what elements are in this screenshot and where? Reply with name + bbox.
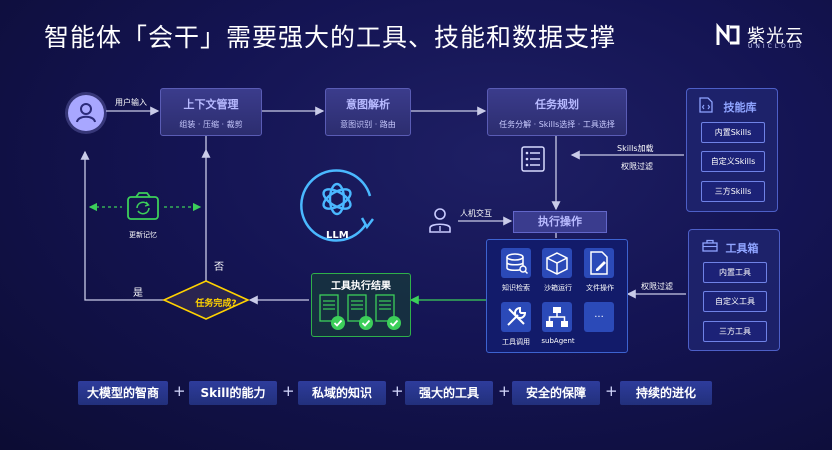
- hierarchy-icon: [546, 307, 568, 327]
- memory-label: 更新记忆: [129, 231, 157, 239]
- step-title: 上下文管理: [183, 98, 239, 111]
- tool-tile-file: [584, 248, 614, 278]
- result-docs-icon: [319, 294, 401, 330]
- llm-label: LLM: [326, 230, 349, 241]
- plus-icon: +: [391, 382, 404, 400]
- user-avatar: [68, 95, 104, 131]
- step-title: 任务规划: [535, 98, 579, 111]
- plus-icon: +: [605, 382, 618, 400]
- decision-diamond: [162, 280, 250, 320]
- capability-skill: Skill的能力: [189, 381, 277, 405]
- tool-label: 知识检索: [502, 284, 530, 292]
- tool-permission-label: 权限过滤: [641, 282, 673, 291]
- skill-item: 三方Skills: [701, 181, 765, 202]
- tool-source-item: 自定义工具: [703, 291, 767, 312]
- unicloud-logo-icon: [716, 23, 740, 45]
- person-icon: [429, 208, 451, 233]
- plus-icon: +: [282, 382, 295, 400]
- tool-tile-knowledge: [501, 248, 531, 278]
- tool-tile-more: ...: [584, 302, 614, 332]
- toolbox-panel: 工具箱 内置工具 自定义工具 三方工具: [688, 229, 780, 351]
- step-sub: 组装 · 压缩 · 裁剪: [179, 120, 243, 129]
- llm-cycle-icon: [300, 169, 374, 242]
- slide-title: 智能体「会干」需要强大的工具、技能和数据支撑: [44, 23, 617, 52]
- step-title: 意图解析: [346, 98, 390, 111]
- memory-sync-icon: [127, 192, 159, 220]
- yes-label: 是: [133, 288, 143, 299]
- permission-filter-label: 权限过滤: [621, 162, 653, 171]
- database-icon: [506, 253, 529, 275]
- human-interaction-label: 人机交互: [460, 209, 492, 218]
- skill-library-panel: 技能库 内置Skills 自定义Skills 三方Skills: [686, 88, 778, 212]
- skill-library-title: 技能库: [723, 101, 757, 114]
- cube-icon: [546, 252, 568, 275]
- logo-sub: UNICLOUD: [748, 43, 804, 50]
- plus-icon: +: [173, 382, 186, 400]
- step-sub: 任务分解 · Skills选择 · 工具选择: [499, 120, 615, 129]
- capability-llm-iq: 大模型的智商: [78, 381, 168, 405]
- file-edit-icon: [590, 251, 608, 275]
- unicloud-logo: 紫光云 UNICLOUD: [716, 22, 816, 50]
- tool-grid: 知识检索 沙箱运行 文件操作 ... 工具调用 subAgent: [486, 239, 628, 353]
- step-context-management: 上下文管理 组装 · 压缩 · 裁剪: [160, 88, 262, 136]
- tool-result-label: 工具执行结果: [331, 281, 391, 292]
- capability-private-knowledge: 私域的知识: [298, 381, 386, 405]
- skills-load-label: Skills加载: [617, 144, 654, 153]
- more-icon: ...: [594, 309, 604, 320]
- wrench-icon: [507, 306, 527, 326]
- step-sub: 意图识别 · 路由: [340, 120, 396, 129]
- capability-security: 安全的保障: [512, 381, 600, 405]
- no-label: 否: [214, 262, 224, 273]
- step-task-planning: 任务规划 任务分解 · Skills选择 · 工具选择: [487, 88, 627, 136]
- tool-label: subAgent: [541, 337, 575, 345]
- decision-label: 任务完成?: [195, 299, 237, 309]
- tool-label: 文件操作: [586, 284, 614, 292]
- toolbox-title: 工具箱: [725, 242, 759, 255]
- tool-tile-invoke: [501, 302, 531, 332]
- skill-item: 自定义Skills: [701, 151, 765, 172]
- tool-source-item: 三方工具: [703, 321, 767, 342]
- skill-item: 内置Skills: [701, 122, 765, 143]
- plus-icon: +: [498, 382, 511, 400]
- capability-tools: 强大的工具: [405, 381, 493, 405]
- tool-label: 工具调用: [502, 338, 530, 346]
- user-input-label: 用户输入: [115, 98, 147, 107]
- tool-tile-subagent: [542, 302, 572, 332]
- tool-tile-sandbox: [542, 248, 572, 278]
- code-file-icon: [699, 97, 713, 113]
- tool-result-box: 工具执行结果: [311, 273, 411, 337]
- tool-label: 沙箱运行: [544, 284, 572, 292]
- execute-step: 执行操作: [513, 211, 607, 233]
- step-intent-parsing: 意图解析 意图识别 · 路由: [325, 88, 411, 136]
- user-icon: [76, 103, 96, 123]
- checklist-icon: [521, 146, 545, 172]
- logo-name: 紫光云: [747, 26, 804, 47]
- tool-source-item: 内置工具: [703, 262, 767, 283]
- capability-evolution: 持续的进化: [620, 381, 712, 405]
- toolbox-icon: [702, 239, 718, 252]
